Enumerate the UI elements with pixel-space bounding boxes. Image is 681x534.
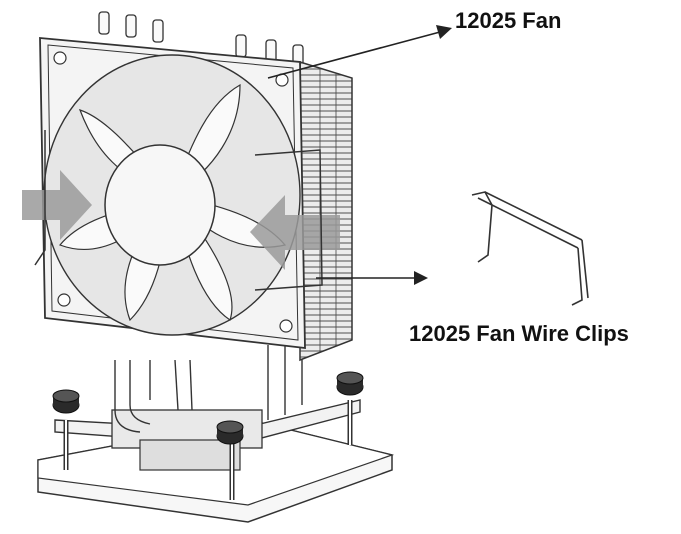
mounted-wire-clips [34, 130, 323, 291]
heatsink-fin-stack [299, 60, 353, 362]
standoff-screws [63, 400, 353, 500]
clip-callout-arrow [316, 271, 428, 285]
fan-hub [104, 144, 216, 266]
fan-callout-arrow [267, 25, 452, 79]
airflow-arrows [22, 170, 340, 270]
wire-clip-illustration [471, 191, 589, 306]
wire-clips-label: 12025 Fan Wire Clips [409, 321, 629, 346]
thumb-nut-knobs [52, 371, 364, 445]
fan-label: 12025 Fan [455, 8, 562, 33]
